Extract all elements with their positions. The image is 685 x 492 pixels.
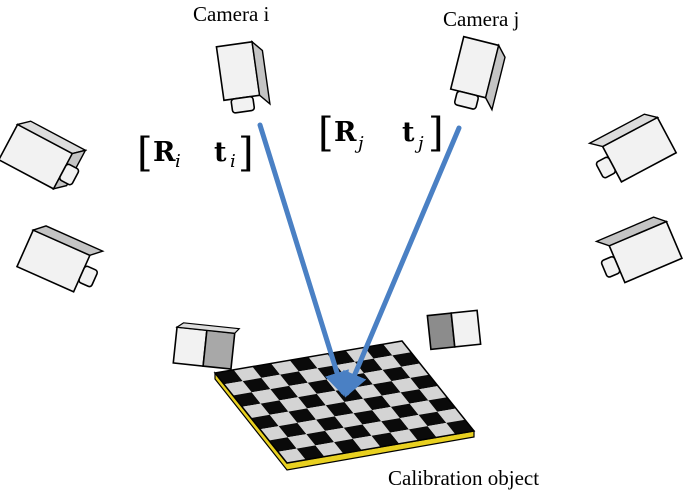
- camera-left-lower-icon: [15, 225, 105, 293]
- extrinsics-camera-j: [ R j t j ]: [318, 110, 444, 156]
- bracket-open-j: [: [318, 110, 334, 156]
- board-square: [296, 445, 325, 460]
- camera-i-label: Camera i: [193, 2, 270, 26]
- bracket-close-i: ]: [238, 130, 254, 176]
- camera-right-lower-icon: [594, 216, 684, 284]
- rotation-j: R: [334, 117, 357, 148]
- board-square: [270, 385, 299, 401]
- board-square: [269, 411, 298, 427]
- board-square: [252, 363, 281, 378]
- translation-i: t: [214, 137, 227, 168]
- translation-j: t: [402, 117, 415, 148]
- board-square: [373, 355, 402, 370]
- board-square: [344, 398, 373, 414]
- board-square: [308, 353, 337, 369]
- board-square: [260, 400, 289, 415]
- board-square: [279, 397, 308, 412]
- board-square: [372, 406, 400, 422]
- board-square: [371, 432, 400, 447]
- board-square: [298, 368, 327, 383]
- board-square: [372, 381, 401, 396]
- rotation-j-subscript: j: [354, 133, 364, 154]
- camera-i-icon: [215, 40, 271, 114]
- board-square: [334, 413, 363, 428]
- board-square: [362, 421, 391, 436]
- board-square: [390, 429, 418, 444]
- projection-rays: [257, 122, 462, 398]
- rotation-i: R: [153, 137, 176, 168]
- camera-j-label: Camera j: [443, 7, 519, 31]
- board-square: [363, 369, 392, 385]
- board-square: [353, 410, 382, 425]
- bracket-close-j: ]: [428, 110, 444, 156]
- board-square: [233, 366, 262, 382]
- bracket-open-i: [: [137, 130, 153, 176]
- camera-near-right-icon: [426, 309, 482, 351]
- board-square: [325, 427, 353, 443]
- board-square: [409, 400, 438, 415]
- calibration-board: [213, 340, 476, 471]
- board-square: [307, 405, 335, 420]
- calibration-object-label: Calibration object: [388, 466, 539, 490]
- board-square: [399, 414, 428, 430]
- board-outline: [213, 340, 476, 464]
- board-square: [381, 418, 409, 433]
- board-square: [289, 357, 318, 372]
- extrinsics-camera-i: [ R i t i ]: [137, 130, 254, 176]
- board-square: [418, 411, 447, 427]
- camera-j-icon: [449, 35, 506, 112]
- board-square: [390, 403, 419, 419]
- board-square: [261, 374, 290, 390]
- board-square: [280, 371, 308, 386]
- board-square: [315, 442, 344, 457]
- board-square: [242, 377, 271, 393]
- board-square: [316, 416, 344, 431]
- board-square: [288, 408, 317, 423]
- board-square: [408, 426, 437, 441]
- camera-left-upper-icon: [0, 120, 88, 190]
- board-square: [427, 422, 456, 438]
- camera-right-upper-icon: [587, 113, 678, 183]
- board-square: [382, 366, 411, 382]
- board-square: [306, 430, 335, 446]
- translation-j-subscript: j: [414, 133, 424, 154]
- board-square: [287, 434, 316, 449]
- ray-camera-j: [343, 125, 462, 398]
- rotation-i-subscript: i: [175, 151, 181, 172]
- board-square: [289, 382, 317, 398]
- board-square: [297, 419, 326, 435]
- board-square: [391, 377, 420, 393]
- board-square: [278, 422, 307, 438]
- board-square: [298, 393, 326, 409]
- board-square: [363, 395, 391, 411]
- ray-camera-i: [257, 122, 349, 397]
- board-square: [400, 389, 429, 404]
- board-square: [352, 435, 381, 451]
- checkerboard-icon: [215, 341, 474, 463]
- board-square: [334, 438, 362, 454]
- camera-near-left-icon: [172, 322, 241, 370]
- board-square: [325, 402, 354, 417]
- board-square: [364, 344, 393, 359]
- board-square: [251, 389, 280, 404]
- translation-i-subscript: i: [230, 151, 236, 172]
- board-square: [343, 424, 372, 439]
- board-square: [271, 360, 299, 375]
- board-square: [381, 392, 410, 407]
